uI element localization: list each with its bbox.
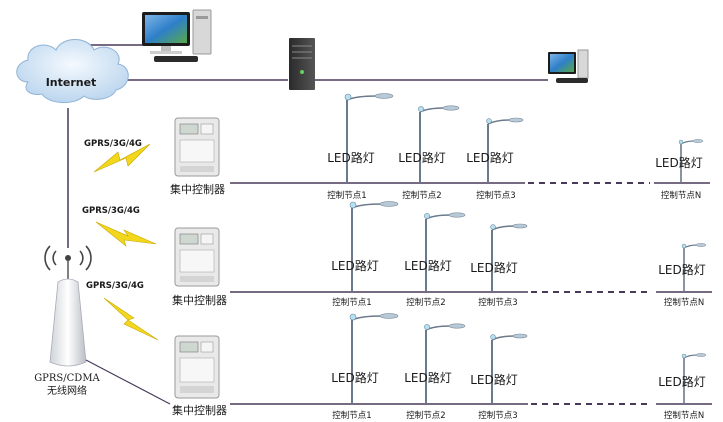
tower-label-line2: 无线网络 [47, 384, 87, 397]
led-streetlight-1: LED路灯 控制节点1 [331, 313, 399, 421]
node-label: 控制节点1 [332, 297, 371, 308]
led-streetlight-n: LED路灯 控制节点N [658, 353, 707, 421]
wireless-link-2: GPRS/3G/4G [82, 206, 157, 247]
led-label: LED路灯 [655, 155, 703, 170]
led-streetlight-n: LED路灯 控制节点N [655, 139, 704, 201]
node-label: 控制节点N [661, 190, 701, 201]
control-row-2: 集中控制器 LED路灯 控制节点1 LED路灯 控制节点2 LED路灯 控制节点 [172, 201, 712, 308]
led-label: LED路灯 [327, 150, 375, 165]
led-streetlight-n: LED路灯 控制节点N [658, 243, 707, 308]
workstation-icon [548, 49, 589, 83]
concentrator-meter-icon [174, 227, 220, 287]
led-streetlight-2: LED路灯 控制节点2 [404, 323, 466, 421]
node-label: 控制节点2 [402, 190, 441, 201]
lightning-icon [93, 143, 151, 173]
wireless-label-3: GPRS/3G/4G [86, 281, 144, 291]
led-streetlight-3: LED路灯 控制节点3 [470, 223, 528, 308]
wireless-link-3: GPRS/3G/4G [86, 281, 159, 341]
lightning-icon [103, 297, 159, 341]
signal-waves-icon [44, 245, 92, 271]
concentrator-label: 集中控制器 [172, 293, 227, 307]
node-label: 控制节点3 [476, 190, 515, 201]
led-label: LED路灯 [658, 374, 706, 389]
node-label: 控制节点1 [327, 190, 366, 201]
server-icon [289, 38, 315, 90]
tower-to-concentrator-3-link [85, 359, 171, 405]
concentrator-meter-icon [174, 117, 220, 177]
concentrator-label: 集中控制器 [170, 182, 225, 196]
led-label: LED路灯 [466, 150, 514, 165]
led-streetlight-3: LED路灯 控制节点3 [466, 117, 524, 201]
node-label: 控制节点N [664, 410, 704, 421]
internet-cloud: Internet [16, 39, 129, 103]
led-label: LED路灯 [470, 372, 518, 387]
wireless-tower: GPRS/CDMA 无线网络 [34, 245, 101, 397]
led-label: LED路灯 [658, 262, 706, 277]
led-streetlight-2: LED路灯 控制节点2 [404, 212, 466, 308]
wireless-label-2: GPRS/3G/4G [82, 206, 140, 216]
control-row-3: 集中控制器 LED路灯 控制节点1 LED路灯 控制节点2 LED路灯 控制节点 [172, 313, 712, 421]
wireless-link-1: GPRS/3G/4G [84, 139, 151, 173]
node-label: 控制节点3 [478, 410, 517, 421]
led-label: LED路灯 [404, 258, 452, 273]
led-label: LED路灯 [470, 260, 518, 275]
tower-label-line1: GPRS/CDMA [34, 373, 100, 384]
led-label: LED路灯 [331, 258, 379, 273]
led-streetlight-1: LED路灯 控制节点1 [331, 201, 399, 308]
lightning-icon [95, 221, 157, 247]
node-label: 控制节点N [664, 297, 704, 308]
concentrator-label: 集中控制器 [172, 403, 227, 417]
led-streetlight-3: LED路灯 控制节点3 [470, 333, 528, 421]
desktop-computer-icon [142, 9, 212, 62]
node-label: 控制节点1 [332, 410, 371, 421]
node-label: 控制节点2 [406, 410, 445, 421]
control-row-1: 集中控制器 LED路灯 控制节点1 LED路灯 控制节点2 LED路灯 控制节点 [170, 93, 710, 201]
led-label: LED路灯 [331, 370, 379, 385]
wireless-label-1: GPRS/3G/4G [84, 139, 142, 149]
led-streetlight-2: LED路灯 控制节点2 [398, 105, 460, 201]
node-label: 控制节点3 [478, 297, 517, 308]
led-label: LED路灯 [398, 150, 446, 165]
node-label: 控制节点2 [406, 297, 445, 308]
internet-label: Internet [46, 76, 97, 89]
led-streetlight-1: LED路灯 控制节点1 [327, 93, 394, 201]
tower-links [85, 359, 171, 405]
concentrator-meter-icon [174, 335, 220, 399]
led-label: LED路灯 [404, 370, 452, 385]
